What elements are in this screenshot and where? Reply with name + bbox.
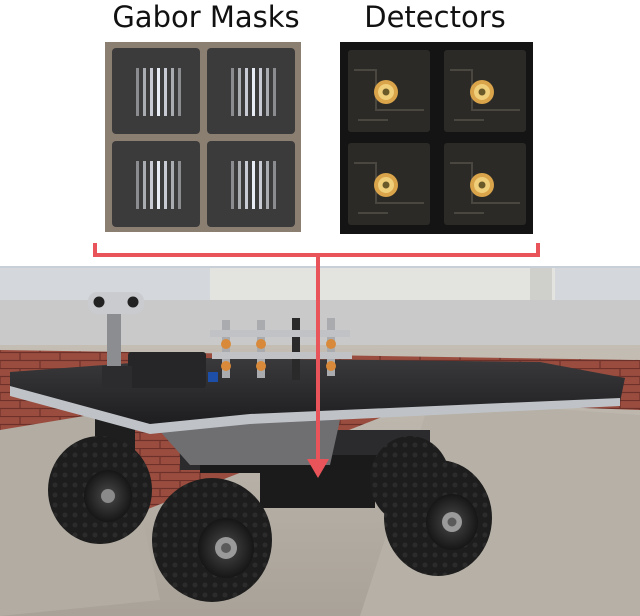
gabor-stripe — [238, 68, 241, 116]
gabor-stripe — [143, 161, 146, 209]
gabor-stripe — [266, 161, 269, 209]
detector-grid — [348, 50, 526, 225]
front-right-wheel — [384, 460, 492, 576]
gabor-stripe — [231, 161, 234, 209]
underbody-bracket — [150, 420, 340, 465]
gabor-stripe — [252, 161, 255, 209]
camera-mast — [107, 308, 121, 370]
gabor-stripe — [252, 68, 255, 116]
connector-arrow — [93, 243, 540, 478]
detector-cell — [348, 50, 430, 132]
gabor-masks-heading: Gabor Masks — [112, 0, 300, 34]
detectors-heading: Detectors — [364, 0, 506, 34]
gabor-stripe — [245, 161, 248, 209]
gabor-stripe — [245, 68, 248, 116]
gabor-stripe — [178, 161, 181, 209]
gabor-stripe — [164, 161, 167, 209]
bracket-line — [93, 243, 540, 257]
gabor-stripe — [136, 68, 139, 116]
gabor-mask-cell — [112, 48, 200, 134]
photodiode-icon — [470, 80, 494, 104]
gabor-stripe — [164, 68, 167, 116]
gabor-masks-panel — [105, 42, 301, 232]
photodiode-icon — [374, 173, 398, 197]
photodiode-icon — [470, 173, 494, 197]
gabor-stripe — [157, 161, 160, 209]
deck-edge-rail — [10, 386, 620, 434]
gabor-mask-cell — [207, 141, 295, 227]
photodiode-icon — [374, 80, 398, 104]
gabor-stripe — [273, 68, 276, 116]
gabor-stripe — [259, 161, 262, 209]
front-left-wheel — [152, 478, 272, 602]
detector-cell — [348, 143, 430, 225]
gabor-stripe — [178, 68, 181, 116]
gabor-stripe — [150, 68, 153, 116]
gabor-stripe — [171, 161, 174, 209]
gabor-stripe — [259, 68, 262, 116]
gabor-stripe — [231, 68, 234, 116]
gabor-stripe — [150, 161, 153, 209]
gabor-stripe — [266, 68, 269, 116]
detector-cell — [444, 50, 526, 132]
gabor-stripe — [157, 68, 160, 116]
mask-grid — [112, 48, 295, 227]
battery-box — [128, 352, 206, 388]
gabor-stripe — [238, 161, 241, 209]
detector-cell — [444, 143, 526, 225]
gabor-mask-cell — [112, 141, 200, 227]
gabor-stripe — [171, 68, 174, 116]
detectors-panel — [340, 42, 533, 234]
gabor-mask-cell — [207, 48, 295, 134]
gabor-stripe — [273, 161, 276, 209]
rear-left-wheel — [48, 436, 152, 544]
gabor-stripe — [143, 68, 146, 116]
arrow-head — [307, 459, 329, 478]
sensor-array — [208, 318, 352, 382]
gabor-stripe — [136, 161, 139, 209]
